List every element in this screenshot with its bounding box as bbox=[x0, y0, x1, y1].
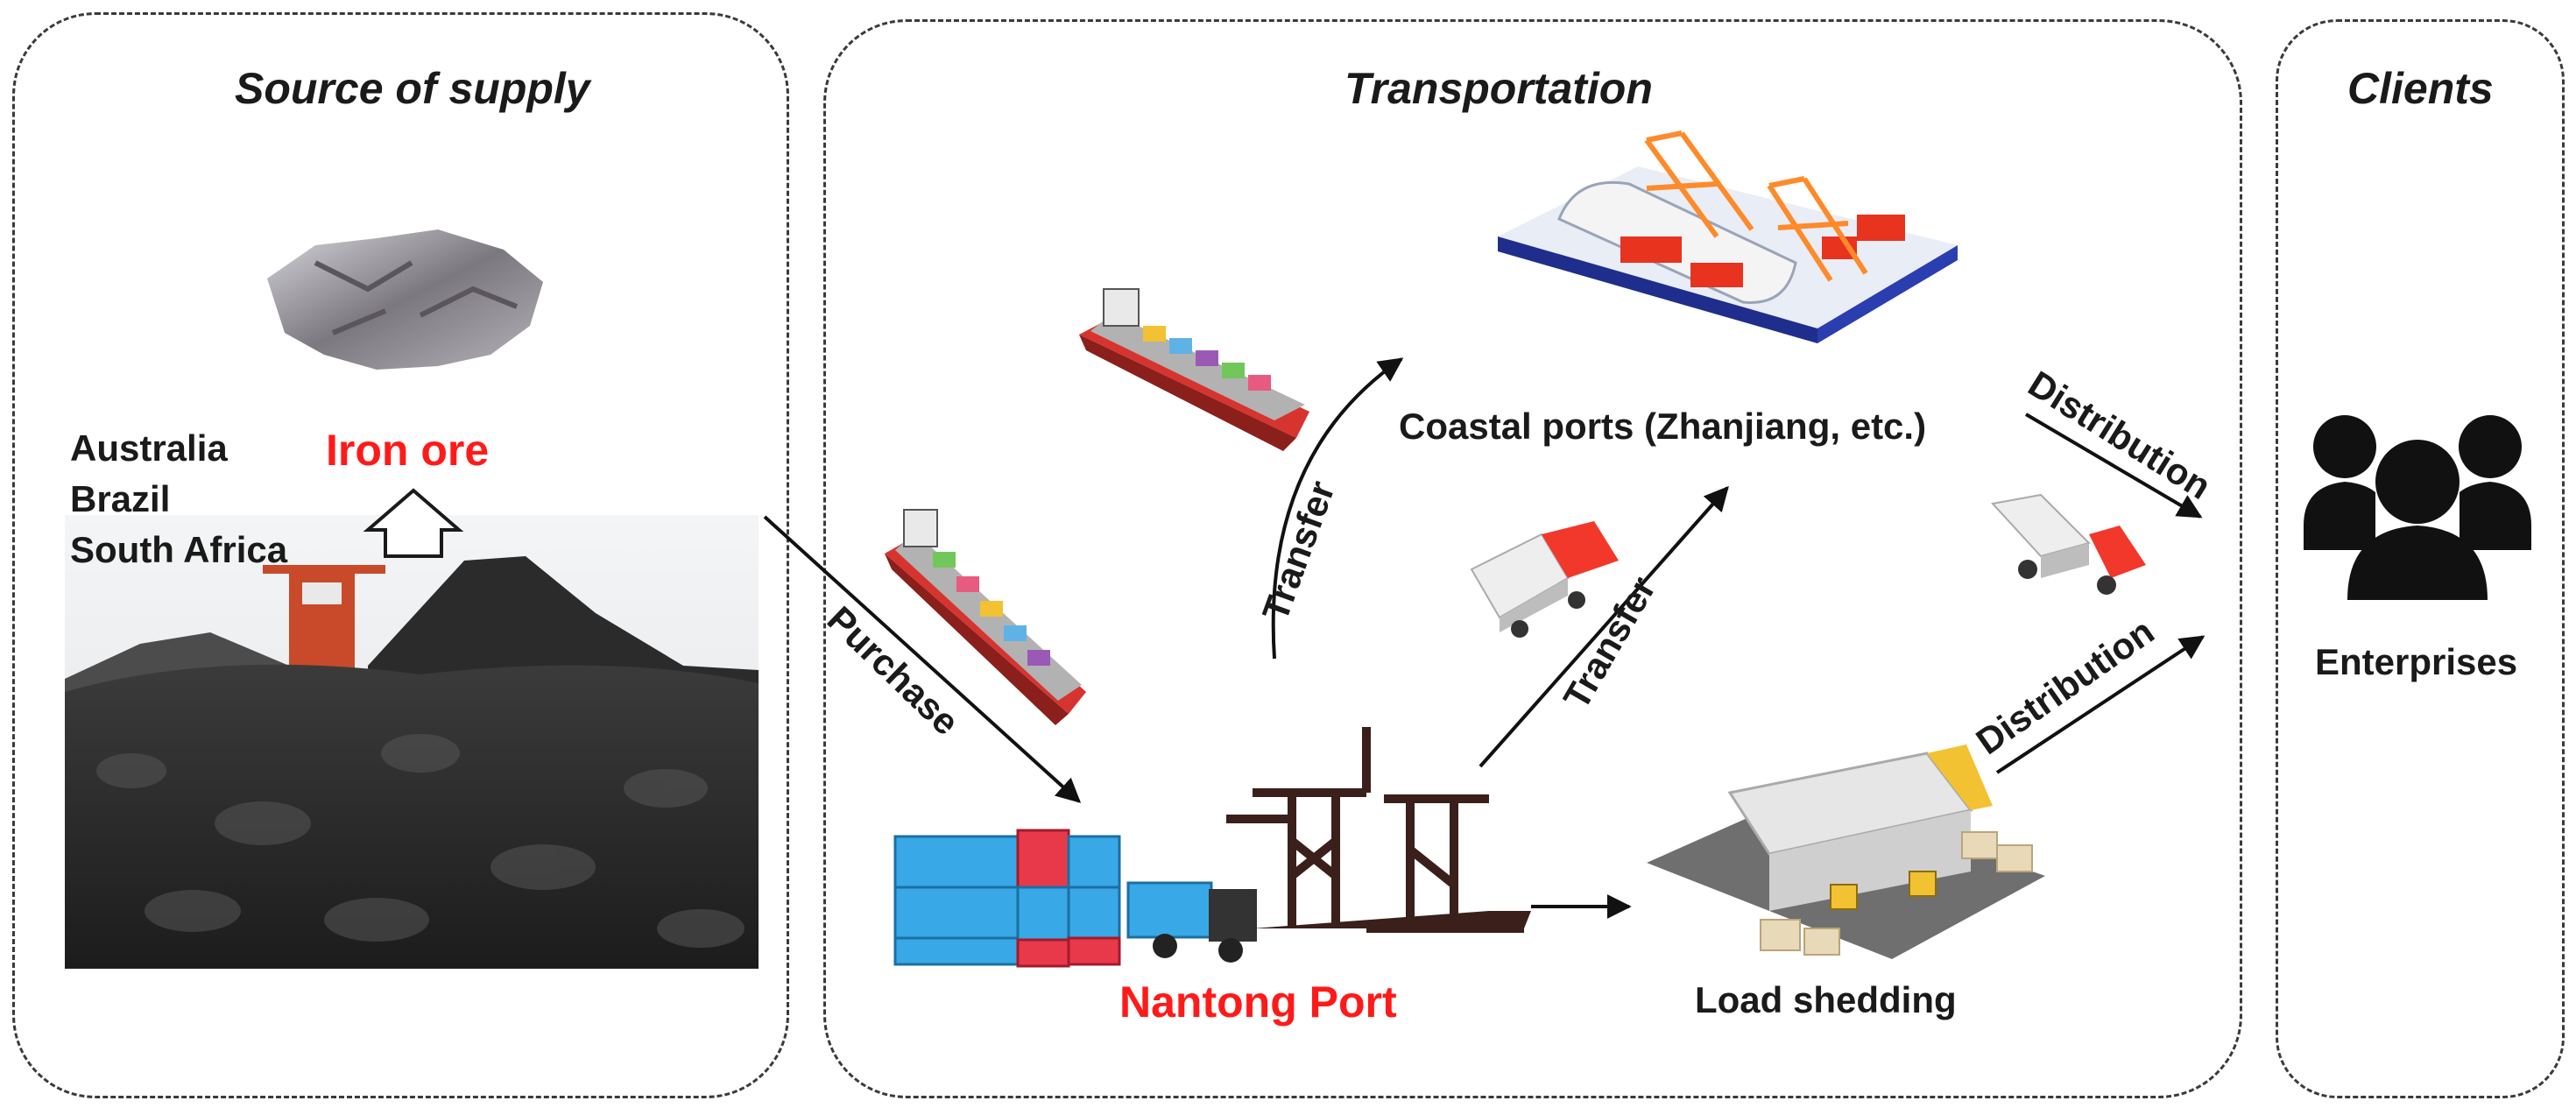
transfer-arrow-straight bbox=[1479, 485, 1729, 768]
truck-icon-right bbox=[1991, 493, 2146, 595]
load-shedding-label: Load shedding bbox=[1695, 979, 1957, 1020]
source-of-supply-panel bbox=[12, 12, 789, 1098]
country-south-africa: South Africa bbox=[70, 529, 288, 570]
clients-title: Clients bbox=[2347, 64, 2494, 113]
port-cranes-illustration bbox=[1226, 727, 1524, 933]
cargo-ship-icon-upper bbox=[1079, 288, 1309, 451]
iron-ore-rock-image bbox=[267, 229, 543, 370]
coastal-port-illustration bbox=[1498, 131, 1958, 343]
source-of-supply-title: Source of supply bbox=[235, 64, 590, 113]
iron-ore-label: Iron ore bbox=[326, 426, 490, 475]
cargo-ship-icon-lower bbox=[885, 509, 1086, 725]
clients-panel bbox=[2276, 19, 2565, 1098]
distribution-arrow-lower bbox=[1995, 635, 2205, 774]
enterprises-people-icon bbox=[2304, 415, 2531, 600]
purchase-arrow bbox=[763, 515, 1082, 803]
coastal-ports-label: Coastal ports (Zhanjiang, etc.) bbox=[1399, 406, 1927, 447]
up-arrow-icon bbox=[363, 488, 464, 558]
nantong-port-label: Nantong Port bbox=[1119, 977, 1397, 1027]
enterprises-label: Enterprises bbox=[2315, 641, 2518, 682]
country-australia: Australia bbox=[70, 427, 228, 469]
port-pier bbox=[1253, 911, 1531, 928]
country-brazil: Brazil bbox=[70, 478, 171, 519]
truck-icon-middle bbox=[1470, 521, 1619, 638]
transportation-title: Transportation bbox=[1344, 64, 1653, 113]
transfer-arrow-curve bbox=[1271, 357, 1404, 660]
coal-yard-photo bbox=[65, 515, 759, 969]
transportation-panel bbox=[823, 19, 2242, 1098]
shipping-containers-illustration bbox=[893, 829, 1257, 968]
distribution-arrow-upper bbox=[2024, 413, 2203, 519]
warehouse-illustration bbox=[1647, 745, 2045, 959]
